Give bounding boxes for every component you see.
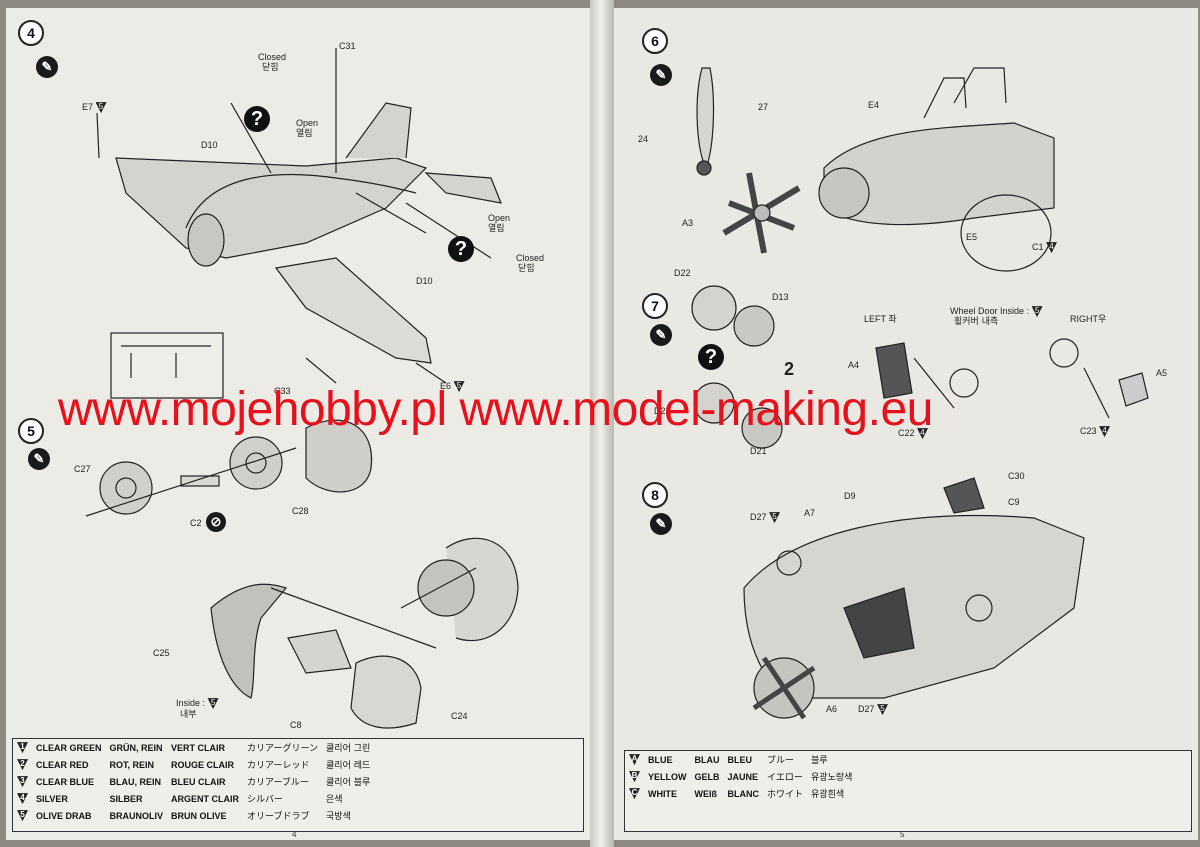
- label-c24: C24: [451, 711, 468, 721]
- label-wheel-door-kr: 휠커버 내측: [954, 317, 999, 327]
- label-c23: C23 4: [1080, 426, 1111, 438]
- label-a6: A6: [826, 704, 838, 714]
- step4-5-line-art: [85, 48, 519, 729]
- label-c31: C31: [339, 41, 356, 51]
- label-c9: C9: [1008, 497, 1020, 507]
- label-a5: A5: [1156, 368, 1168, 378]
- label-inside: Inside : 5: [176, 698, 219, 710]
- label-left: LEFT 좌: [864, 314, 897, 324]
- label-open: Open: [296, 118, 319, 128]
- label-e4: E4: [868, 100, 880, 110]
- cement-glue-icon-5: ✎: [650, 513, 672, 535]
- label-open-2-kr: 열림: [488, 224, 505, 234]
- label-d21: D21: [750, 446, 767, 456]
- watermark-text: www.mojehobby.pl www.model-making.eu: [58, 383, 933, 436]
- label-e5: E5: [966, 232, 978, 242]
- cement-glue-icon-4: ✎: [650, 324, 672, 346]
- label-c8: C8: [290, 720, 302, 730]
- label-right: RIGHT우: [1070, 314, 1107, 324]
- label-a7: A7: [804, 508, 816, 518]
- label-closed: Closed: [258, 52, 287, 62]
- label-a3: A3: [682, 218, 694, 228]
- page-number-right: 5: [900, 830, 905, 839]
- label-c28: C28: [292, 506, 309, 516]
- page-number-left: 4: [292, 830, 297, 839]
- label-d22-top: D22: [674, 268, 691, 278]
- label-closed-2-kr: 닫힘: [518, 264, 535, 274]
- step-7-number: 7: [642, 293, 668, 319]
- label-e6: E6 5: [440, 381, 465, 393]
- book-gutter: [590, 0, 614, 847]
- label-d10-bottom: D10: [416, 276, 433, 286]
- label-d9: D9: [844, 491, 856, 501]
- label-c22: C22 4: [898, 428, 929, 440]
- label-wheel-door: Wheel Door Inside : 5: [950, 306, 1043, 318]
- label-c30: C30: [1008, 471, 1025, 481]
- instruction-page-right: 6 ✎ 27 24 E4 A3 E5 C1 4 7 ✎ ? 2 D22 D13 …: [614, 8, 1198, 840]
- step-5-number: 5: [18, 418, 44, 444]
- label-24: 24: [638, 134, 649, 144]
- label-e7: E7 5: [82, 102, 107, 114]
- cement-glue-icon-3: ✎: [650, 64, 672, 86]
- label-closed-kr: 닫힘: [262, 63, 279, 73]
- no-glue-icon: ⊘: [206, 512, 226, 532]
- label-d27-top: D27 5: [750, 512, 781, 524]
- label-a4: A4: [848, 360, 860, 370]
- label-d10-top: D10: [201, 140, 218, 150]
- label-inside-kr: 내부: [180, 710, 197, 720]
- label-d27-bottom: D27 5: [858, 704, 889, 716]
- label-closed-2: Closed: [516, 253, 545, 263]
- step-8-number: 8: [642, 482, 668, 508]
- label-c2: C2: [190, 518, 202, 528]
- cement-glue-icon: ✎: [36, 56, 58, 78]
- label-d22-bottom: D22: [654, 406, 671, 416]
- instruction-page-left: 4 ✎ ? ? Closed 닫힘 C31 E7 5 Open 열림 D10 O…: [6, 8, 590, 840]
- step-4-number: 4: [18, 20, 44, 46]
- label-c25: C25: [153, 648, 170, 658]
- label-c1: C1 4: [1032, 242, 1058, 254]
- label-c33: C33: [274, 386, 291, 396]
- step-6-number: 6: [642, 28, 668, 54]
- choice-question-icon-2: ?: [448, 236, 474, 262]
- choice-question-icon: ?: [244, 106, 270, 132]
- label-d13: D13: [772, 292, 789, 302]
- step6-8-line-art: [691, 67, 1149, 720]
- choice-question-icon-3: ?: [698, 344, 724, 370]
- label-27: 27: [758, 102, 769, 112]
- label-open-2: Open: [488, 213, 511, 223]
- label-c27: C27: [74, 464, 91, 474]
- label-open-kr: 열림: [296, 129, 313, 139]
- label-2: 2: [784, 359, 795, 379]
- cement-glue-icon-2: ✎: [28, 448, 50, 470]
